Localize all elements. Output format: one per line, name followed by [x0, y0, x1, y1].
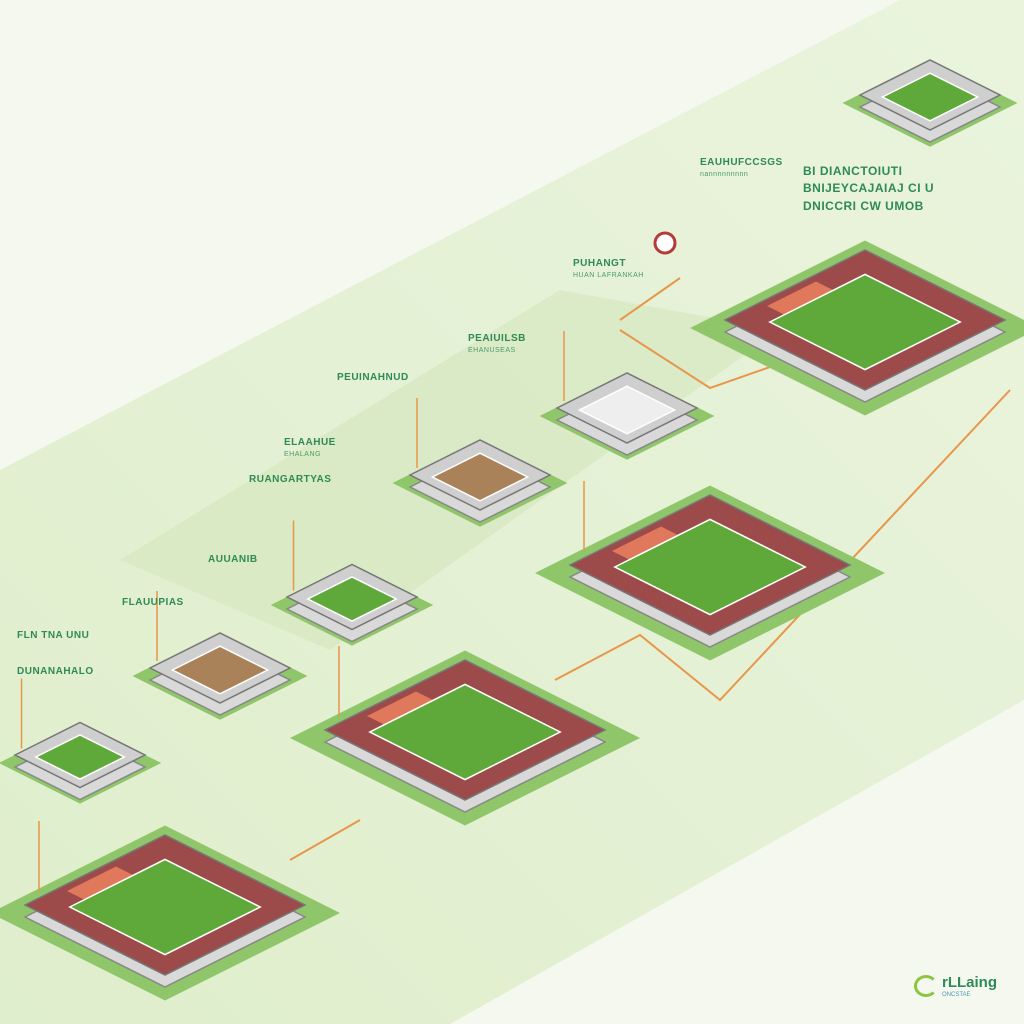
soccer-ball-icon: [653, 231, 677, 255]
field: [270, 563, 434, 646]
stadium: [290, 650, 640, 826]
pitch: [430, 452, 530, 502]
stadium: [535, 485, 885, 661]
field: [392, 439, 568, 527]
label-8: ELAAHUE EHALANG: [284, 437, 336, 461]
logo-name: rLLaing: [942, 974, 997, 991]
label-sub: EHALANG: [284, 451, 321, 458]
label-title: EAUHUFCCSGS: [700, 157, 783, 168]
route-line: [289, 819, 361, 861]
label-3: DNICCRI CW UMOB: [803, 199, 924, 213]
field: [0, 721, 162, 804]
label-7: PEUINAHNUD: [337, 372, 409, 383]
label-11: FLAUUPIAS: [122, 597, 184, 608]
label-1: BI DIANCTOIUTI: [803, 164, 903, 178]
label-12: FLN TNA UNU: [17, 630, 90, 641]
field: [132, 632, 308, 720]
label-title: PEAIUILSB: [468, 333, 526, 344]
pitch: [170, 645, 270, 695]
label-sub: EHANUSEAS: [468, 347, 516, 354]
pitch: [368, 683, 562, 781]
pitch: [577, 385, 677, 435]
connection-routes: [289, 277, 1011, 861]
stadium: [0, 825, 340, 1001]
label-6: PEAIUILSB EHANUSEAS: [468, 333, 526, 357]
label-title: ELAAHUE: [284, 437, 336, 448]
pitch: [68, 858, 262, 956]
label-title: PUHANGT: [573, 258, 626, 269]
logo-icon: [914, 975, 938, 997]
label-13: DUNANAHALO: [17, 666, 94, 677]
label-10: AUUANIB: [208, 554, 258, 565]
label-5: PUHANGT HUAN LAFRANKAH: [573, 258, 644, 282]
pitch: [880, 72, 980, 122]
pitch: [306, 576, 398, 622]
label-4: EAUHUFCCSGS nannnnnnnnn: [700, 157, 783, 181]
label-sub: HUAN LAFRANKAH: [573, 272, 644, 279]
field: [539, 372, 715, 460]
route-line: [554, 389, 1011, 702]
pitch: [34, 734, 126, 780]
route-line: [619, 277, 791, 390]
label-9: RUANGARTYAS: [249, 474, 332, 485]
label-2: BNIJEYCAJAIAJ CI U: [803, 181, 935, 195]
pitch: [613, 518, 807, 616]
stadium: [690, 240, 1024, 416]
logo-tagline: ONCSTAE: [942, 992, 971, 998]
label-sub: nannnnnnnnn: [700, 171, 749, 178]
pitch: [768, 273, 962, 371]
field: [842, 59, 1018, 147]
